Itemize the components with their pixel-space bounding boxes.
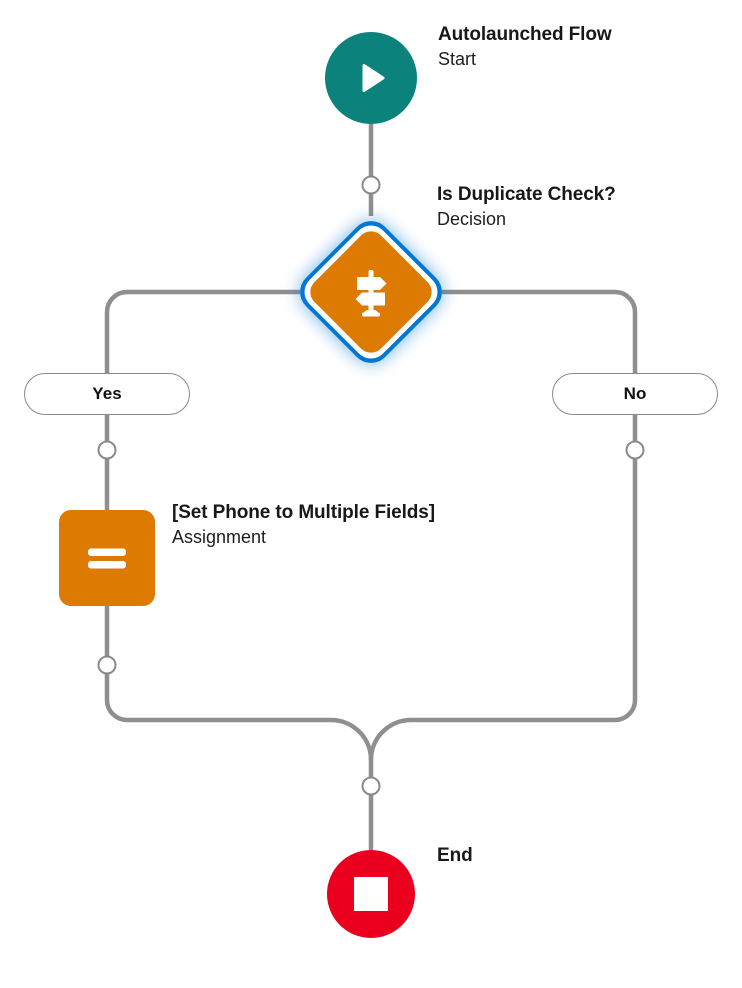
- end-icon-circle: [327, 850, 415, 938]
- assignment-label-block: [Set Phone to Multiple Fields] Assignmen…: [172, 500, 435, 550]
- start-subtitle: Start: [438, 49, 477, 69]
- equals-icon: [88, 548, 126, 569]
- stop-icon: [354, 877, 388, 911]
- connector-yes-merge: [104, 674, 374, 761]
- signpost-icon: [355, 270, 387, 317]
- start-label-block: Autolaunched Flow Start: [438, 22, 612, 72]
- decision-subtitle: Decision: [437, 209, 507, 229]
- connector-decision-to-yes: [104, 289, 300, 373]
- assignment-title: [Set Phone to Multiple Fields]: [172, 502, 436, 523]
- end-title: End: [437, 845, 473, 866]
- connector-dot-no: [625, 440, 645, 460]
- end-label-block: End: [437, 843, 473, 868]
- connector-decision-to-no: [442, 289, 638, 373]
- connector-dot-start: [361, 175, 381, 195]
- start-title: Autolaunched Flow: [438, 24, 612, 45]
- end-node[interactable]: [327, 850, 415, 938]
- start-icon-circle: [325, 32, 417, 124]
- assignment-node[interactable]: [59, 510, 155, 606]
- connector-dot-assignment: [97, 655, 117, 675]
- decision-node[interactable]: [291, 212, 451, 372]
- decision-title: Is Duplicate Check?: [437, 184, 616, 205]
- connector-no-merge: [368, 459, 638, 761]
- connector-dot-yes: [97, 440, 117, 460]
- decision-label-block: Is Duplicate Check? Decision: [437, 182, 616, 232]
- branch-label-no[interactable]: No: [552, 373, 718, 415]
- start-node[interactable]: [325, 32, 417, 124]
- assignment-icon-box: [59, 510, 155, 606]
- connector-dot-end: [361, 776, 381, 796]
- assignment-subtitle: Assignment: [172, 527, 267, 547]
- play-icon: [362, 64, 385, 92]
- branch-label-yes[interactable]: Yes: [24, 373, 190, 415]
